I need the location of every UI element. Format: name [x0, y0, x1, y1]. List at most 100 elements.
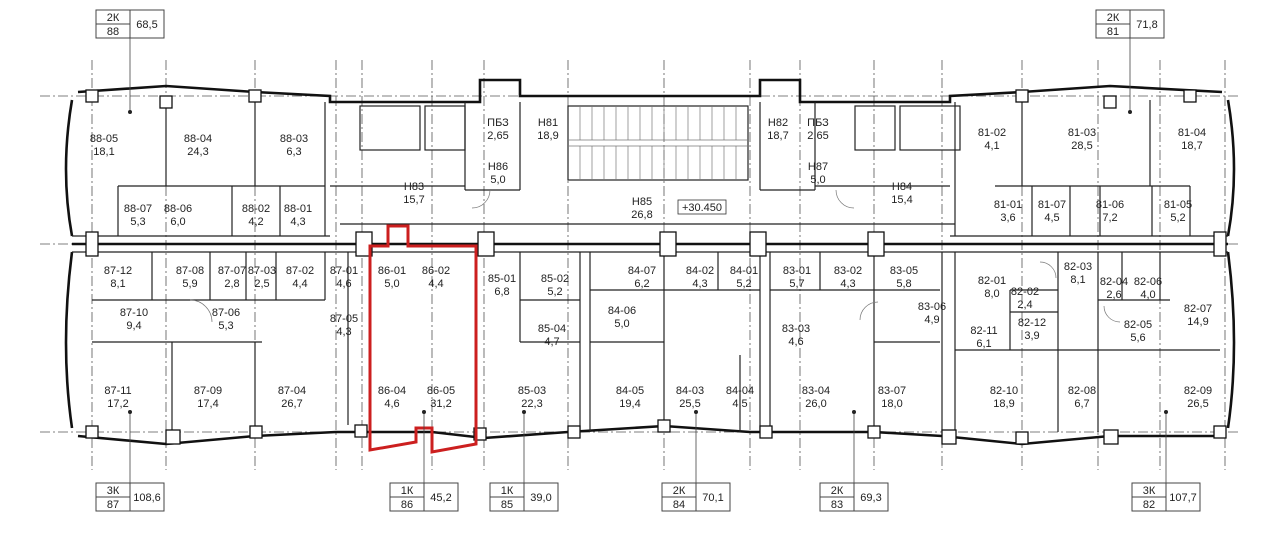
unit-number: 82 [1143, 499, 1155, 511]
room-area: 6,0 [170, 216, 185, 228]
room-area: 8,0 [984, 288, 999, 300]
room-code: 83-02 [834, 265, 862, 277]
level-mark-box [677, 199, 727, 215]
room-area: 4,3 [692, 278, 707, 290]
room-code: 82-08 [1068, 385, 1096, 397]
room-area: 7,2 [1102, 212, 1117, 224]
room-code: 87-09 [194, 385, 222, 397]
room-area: 4,6 [788, 336, 803, 348]
level-mark: +30.450 [682, 202, 722, 214]
room-code: 83-07 [878, 385, 906, 397]
room-area: 24,3 [187, 146, 208, 158]
room-area: 5,6 [1130, 332, 1145, 344]
room-code: 81-07 [1038, 199, 1066, 211]
room-code: 81-04 [1178, 127, 1206, 139]
room-code: 88-03 [280, 133, 308, 145]
room-labels: 88-0518,188-0424,388-036,388-075,388-066… [90, 117, 1212, 410]
room-area: 2,4 [1017, 299, 1032, 311]
room-area: 18,9 [993, 398, 1014, 410]
room-area: 2,65 [487, 130, 508, 142]
room-code: 83-04 [802, 385, 830, 397]
room-code: 82-05 [1124, 319, 1152, 331]
room-area: 18,9 [537, 130, 558, 142]
room-code: 87-05 [330, 313, 358, 325]
room-code: Н84 [892, 181, 912, 193]
room-area: 26,7 [281, 398, 302, 410]
room-code: ПБЗ [807, 117, 829, 129]
room-area: 26,8 [631, 209, 652, 221]
room-code: 82-12 [1018, 317, 1046, 329]
apartment-86-highlight[interactable] [368, 224, 478, 454]
room-area: 2,65 [807, 130, 828, 142]
room-code: 86-04 [378, 385, 406, 397]
room-area: 2,6 [1106, 289, 1121, 301]
room-area: 4,1 [984, 140, 999, 152]
room-area: 2,5 [254, 278, 269, 290]
room-code: 88-05 [90, 133, 118, 145]
unit-area: 108,6 [133, 492, 161, 504]
room-area: 5,0 [614, 318, 629, 330]
room-area: 22,3 [521, 398, 542, 410]
unit-area: 69,3 [860, 492, 881, 504]
room-code: 87-01 [330, 265, 358, 277]
unit-type: 1К [501, 485, 514, 497]
unit-area: 71,8 [1136, 19, 1157, 31]
room-code: 84-05 [616, 385, 644, 397]
room-area: 3,9 [1024, 330, 1039, 342]
room-code: 88-01 [284, 203, 312, 215]
room-area: 5,2 [547, 286, 562, 298]
room-area: 4,2 [248, 216, 263, 228]
room-area: 4,7 [544, 336, 559, 348]
room-code: ПБЗ [487, 117, 509, 129]
room-code: 82-02 [1011, 286, 1039, 298]
room-code: 82-09 [1184, 385, 1212, 397]
room-code: 83-03 [782, 323, 810, 335]
columns [85, 89, 1227, 445]
room-code: 82-07 [1184, 303, 1212, 315]
unit-area: 70,1 [702, 492, 723, 504]
room-area: 5,0 [810, 174, 825, 186]
room-code: 87-03 [248, 265, 276, 277]
unit-type: 2К [831, 485, 844, 497]
unit-number: 85 [501, 499, 513, 511]
room-code: 81-06 [1096, 199, 1124, 211]
room-code: 81-03 [1068, 127, 1096, 139]
room-code: 88-07 [124, 203, 152, 215]
room-code: 86-01 [378, 265, 406, 277]
unit-type: 3К [1143, 485, 1156, 497]
room-area: 4,5 [1044, 212, 1059, 224]
unit-area: 45,2 [430, 492, 451, 504]
room-area: 4,5 [732, 398, 747, 410]
room-code: 87-07 [218, 265, 246, 277]
room-code: 87-10 [120, 307, 148, 319]
unit-number: 81 [1107, 26, 1119, 38]
room-code: 87-06 [212, 307, 240, 319]
room-code: 81-02 [978, 127, 1006, 139]
room-area: 5,0 [490, 174, 505, 186]
room-area: 4,3 [840, 278, 855, 290]
room-code: 88-04 [184, 133, 212, 145]
room-code: 87-02 [286, 265, 314, 277]
room-code: Н87 [808, 161, 828, 173]
room-code: 85-02 [541, 273, 569, 285]
room-code: 87-11 [104, 385, 131, 397]
room-area: 4,9 [924, 314, 939, 326]
room-area: 6,3 [286, 146, 301, 158]
room-code: 84-03 [676, 385, 704, 397]
exterior-walls [64, 78, 1236, 446]
room-area: 17,2 [107, 398, 128, 410]
unit-number: 87 [107, 499, 119, 511]
unit-number: 84 [673, 499, 685, 511]
room-area: 4,3 [336, 326, 351, 338]
room-code: 83-05 [890, 265, 918, 277]
room-code: 81-01 [994, 199, 1022, 211]
